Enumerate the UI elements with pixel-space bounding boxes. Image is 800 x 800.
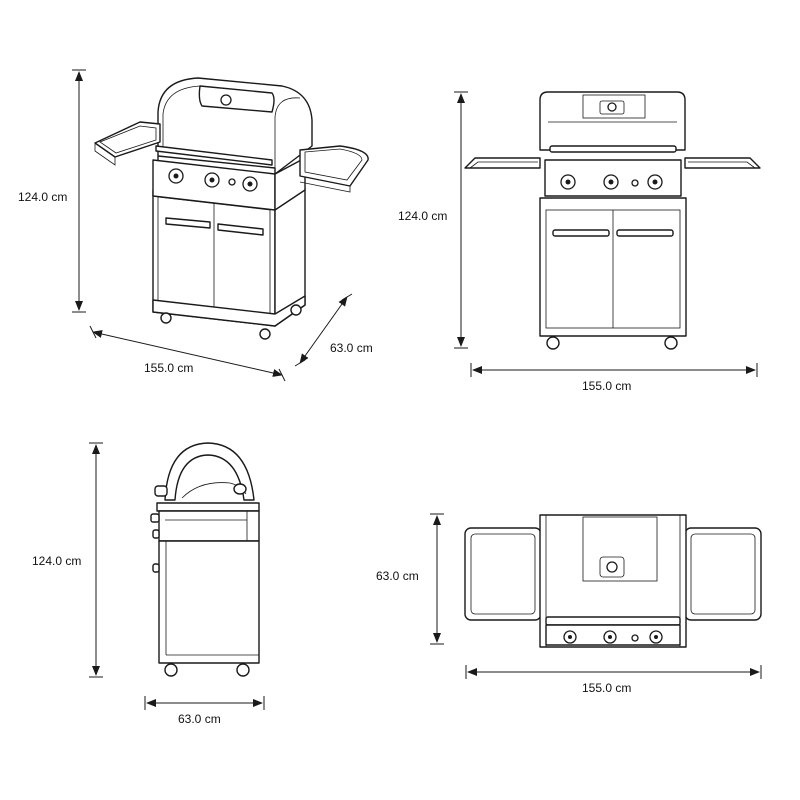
perspective-width-label: 155.0 cm	[144, 361, 193, 375]
top-view: 63.0 cm 155.0 cm	[376, 513, 762, 695]
top-width-label: 155.0 cm	[582, 681, 631, 695]
side-height-label: 124.0 cm	[32, 554, 81, 568]
top-grill	[464, 514, 762, 648]
side-depth-label: 63.0 cm	[178, 712, 221, 726]
perspective-height-label: 124.0 cm	[18, 190, 67, 204]
perspective-depth-dimension-line	[299, 296, 348, 364]
front-view: 124.0 cm 155.0 cm	[398, 91, 761, 393]
top-depth-label: 63.0 cm	[376, 569, 419, 583]
perspective-depth-label: 63.0 cm	[330, 341, 373, 355]
perspective-width-dimension-line	[92, 330, 283, 377]
front-grill	[464, 91, 761, 350]
front-width-label: 155.0 cm	[582, 379, 631, 393]
perspective-grill	[94, 77, 369, 340]
front-height-label: 124.0 cm	[398, 209, 447, 223]
perspective-view: 124.0 cm 155.0 cm 63.0 cm	[18, 69, 373, 382]
side-grill	[150, 442, 260, 677]
side-view: 124.0 cm 63.0 cm	[32, 442, 265, 726]
